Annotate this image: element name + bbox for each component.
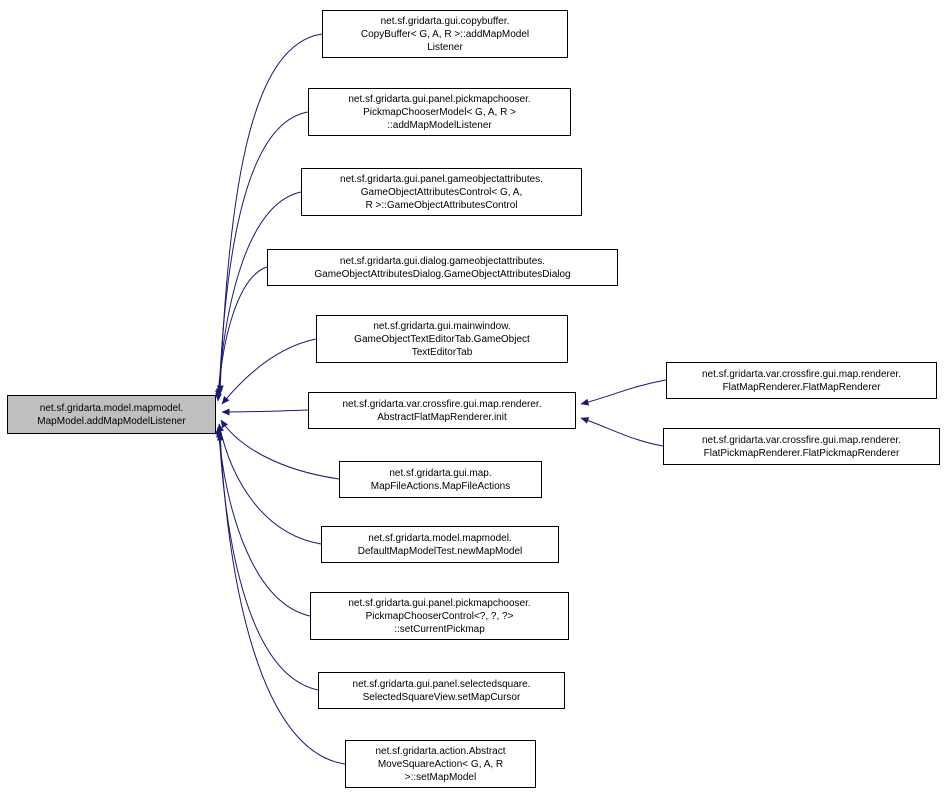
node-label: net.sf.gridarta.gui.panel.selectedsquare… bbox=[352, 678, 531, 703]
edge-flatpickmaprenderer-to-init bbox=[580, 417, 664, 447]
edge-flatmaprenderer-to-init bbox=[580, 379, 667, 406]
node-label: net.sf.gridarta.gui.copybuffer. CopyBuff… bbox=[360, 15, 530, 53]
node-label: net.sf.gridarta.var.crossfire.gui.map.re… bbox=[702, 434, 901, 459]
edge-defaultmapmodeltest-to-center bbox=[217, 423, 322, 545]
node-pickmapchoosermodel-addmapmodellistener[interactable]: net.sf.gridarta.gui.panel.pickmapchooser… bbox=[308, 88, 571, 136]
edge-gameobjecttexteditortab-to-center bbox=[221, 338, 317, 405]
edge-gameobjectattributescontrol-to-center bbox=[215, 191, 302, 399]
node-mapmodel-addmapmodellistener: net.sf.gridarta.model.mapmodel. MapModel… bbox=[7, 395, 216, 434]
edge-abstractflatmaprendererinit-to-center bbox=[221, 408, 309, 416]
node-abstractflatmaprenderer-init[interactable]: net.sf.gridarta.var.crossfire.gui.map.re… bbox=[308, 392, 576, 429]
edge-abstractmovesquareaction-to-center bbox=[216, 432, 346, 765]
node-label: net.sf.gridarta.gui.panel.pickmapchooser… bbox=[348, 597, 531, 635]
node-label: net.sf.gridarta.gui.panel.gameobjectattr… bbox=[340, 173, 543, 211]
node-mapfileactions[interactable]: net.sf.gridarta.gui.map. MapFileActions.… bbox=[339, 461, 542, 498]
node-flatmaprenderer[interactable]: net.sf.gridarta.var.crossfire.gui.map.re… bbox=[666, 362, 937, 399]
node-label: net.sf.gridarta.var.crossfire.gui.map.re… bbox=[342, 398, 542, 423]
node-label: net.sf.gridarta.model.mapmodel. DefaultM… bbox=[357, 532, 523, 557]
edge-gameobjectattributesdialog-to-center bbox=[214, 266, 268, 402]
edge-mapfileactions-to-center bbox=[220, 419, 340, 480]
node-label: net.sf.gridarta.gui.mainwindow. GameObje… bbox=[354, 320, 530, 358]
node-abstractmovesquareaction-setmapmodel[interactable]: net.sf.gridarta.action.Abstract MoveSqua… bbox=[345, 740, 536, 788]
node-gameobjectattributescontrol[interactable]: net.sf.gridarta.gui.panel.gameobjectattr… bbox=[301, 168, 582, 216]
node-label: net.sf.gridarta.gui.panel.pickmapchooser… bbox=[348, 93, 531, 131]
edge-pickmapchoosercontrol-to-center bbox=[215, 426, 311, 617]
node-label: net.sf.gridarta.var.crossfire.gui.map.re… bbox=[702, 368, 901, 393]
edge-pickmapchoosermodel-to-center bbox=[215, 111, 309, 397]
node-label: net.sf.gridarta.gui.map. MapFileActions.… bbox=[370, 467, 511, 492]
node-label: net.sf.gridarta.model.mapmodel. MapModel… bbox=[37, 402, 186, 427]
node-flatpickmaprenderer[interactable]: net.sf.gridarta.var.crossfire.gui.map.re… bbox=[663, 428, 940, 465]
node-gameobjectattributesdialog[interactable]: net.sf.gridarta.gui.dialog.gameobjectatt… bbox=[267, 249, 618, 286]
node-copybuffer-addmapmodellistener[interactable]: net.sf.gridarta.gui.copybuffer. CopyBuff… bbox=[322, 10, 568, 58]
node-defaultmapmodeltest-newmapmodel[interactable]: net.sf.gridarta.model.mapmodel. DefaultM… bbox=[321, 526, 559, 563]
node-label: net.sf.gridarta.gui.dialog.gameobjectatt… bbox=[314, 255, 571, 280]
node-label: net.sf.gridarta.action.Abstract MoveSqua… bbox=[375, 745, 506, 783]
node-pickmapchoosercontrol-setcurrentpickmap[interactable]: net.sf.gridarta.gui.panel.pickmapchooser… bbox=[310, 592, 569, 640]
node-gameobjecttexteditortab[interactable]: net.sf.gridarta.gui.mainwindow. GameObje… bbox=[316, 315, 568, 363]
node-selectedsquareview-setmapcursor[interactable]: net.sf.gridarta.gui.panel.selectedsquare… bbox=[318, 672, 565, 709]
